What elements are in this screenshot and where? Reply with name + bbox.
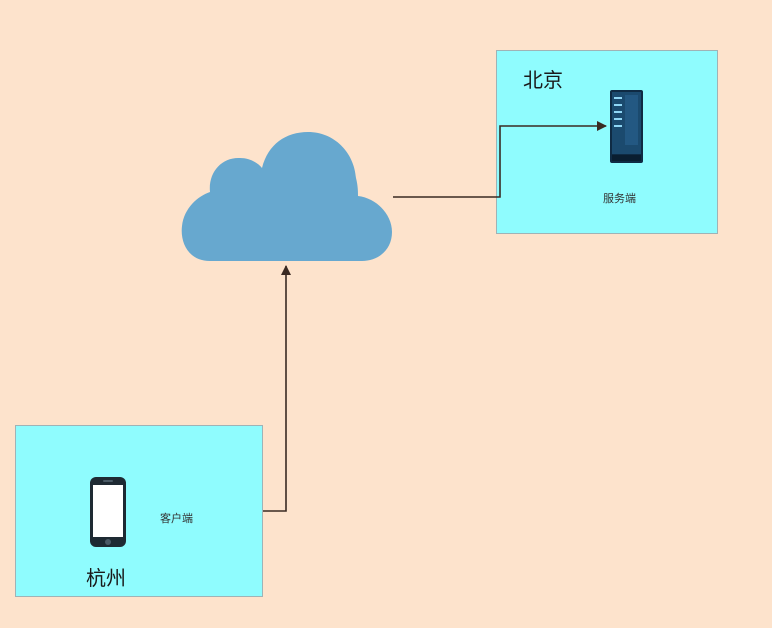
client-role-label: 客户端 xyxy=(160,512,193,525)
smartphone-icon[interactable] xyxy=(89,476,127,548)
edge-client-to-cloud xyxy=(263,265,291,512)
cloud-icon[interactable] xyxy=(178,130,394,264)
server-icon[interactable] xyxy=(609,89,644,164)
hangzhou-city-label: 杭州 xyxy=(86,566,126,590)
beijing-city-label: 北京 xyxy=(523,68,563,92)
server-role-label: 服务端 xyxy=(603,192,636,205)
hangzhou-client-box[interactable] xyxy=(15,425,263,597)
